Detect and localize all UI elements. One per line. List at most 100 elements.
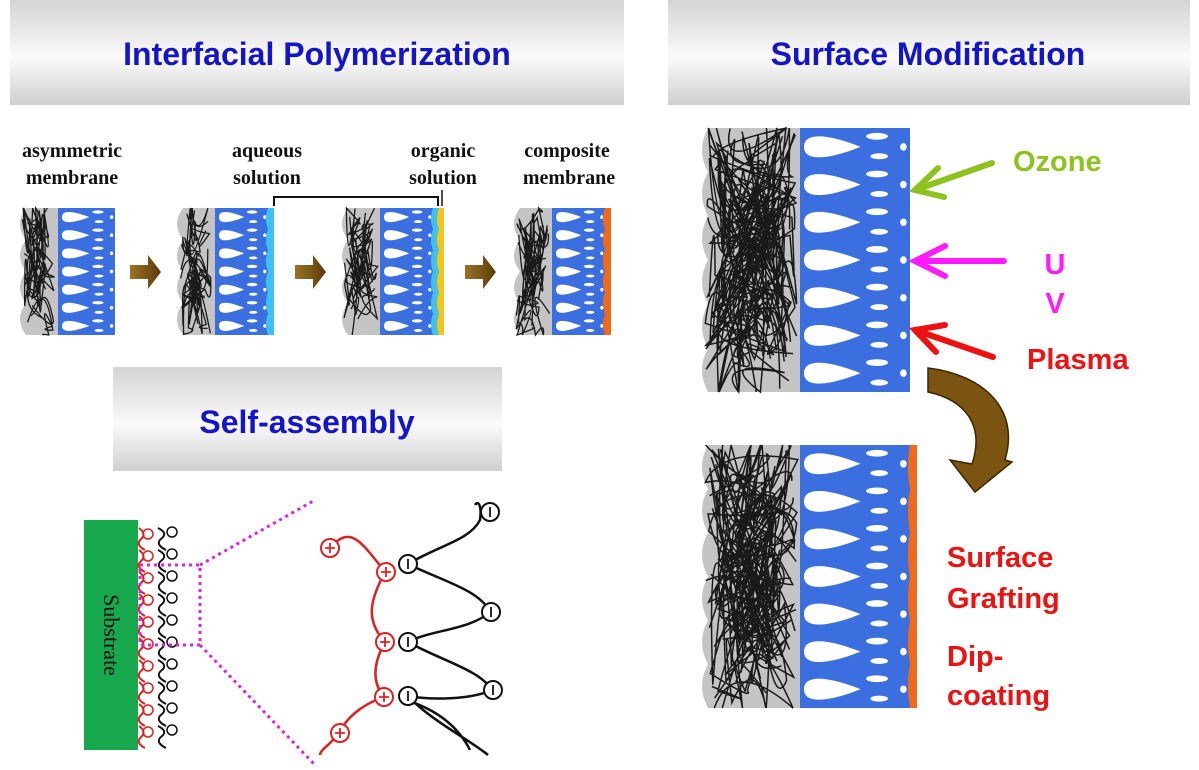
positive-charge <box>142 704 154 716</box>
pore <box>94 256 104 260</box>
pore <box>900 460 907 468</box>
pore <box>600 251 604 256</box>
pore <box>600 269 604 274</box>
plus-sign <box>325 543 335 553</box>
pore <box>600 233 604 238</box>
negative-charge <box>166 724 178 736</box>
negative-chain <box>157 703 167 727</box>
pore <box>92 264 104 269</box>
positive-chain <box>137 549 146 573</box>
negative-chain <box>157 659 167 683</box>
negative-charge <box>166 702 178 714</box>
solution-bracket <box>273 196 439 206</box>
label-composite-2: membrane <box>523 167 615 189</box>
pore <box>900 535 907 543</box>
label-organic-1: organic <box>411 140 476 162</box>
pore <box>870 470 888 477</box>
pore <box>62 320 90 331</box>
pore <box>92 319 104 323</box>
pore <box>413 256 423 260</box>
pore <box>585 238 595 242</box>
pore <box>263 269 267 274</box>
positive-chain <box>137 637 146 661</box>
pore <box>866 600 888 607</box>
treatment-arrows: Ozone U V Plasma <box>908 146 1129 376</box>
pore <box>585 256 595 260</box>
step-arrow-1 <box>130 255 161 289</box>
positive-charge <box>142 682 154 694</box>
plus-sign <box>335 728 345 738</box>
pore <box>804 136 861 158</box>
negative-chain <box>157 571 167 595</box>
uv-label-v: V <box>1045 288 1065 320</box>
pore <box>248 238 258 242</box>
positive-chain <box>137 725 146 749</box>
pore <box>411 319 423 323</box>
plasma-label: Plasma <box>1027 344 1129 376</box>
plus-sign <box>381 567 391 577</box>
positive-chain <box>137 659 146 683</box>
pore <box>94 220 104 224</box>
label-composite-1: composite <box>524 140 610 162</box>
pore <box>600 287 604 292</box>
magnify-box <box>138 498 317 767</box>
pore <box>248 220 258 224</box>
pore <box>384 302 410 313</box>
pore <box>870 153 888 160</box>
pore <box>92 246 104 250</box>
pore <box>246 319 258 323</box>
self-assembly-header: Self-assembly <box>113 367 502 471</box>
pore <box>94 292 104 296</box>
pore <box>866 637 888 645</box>
pore <box>870 695 888 702</box>
pore <box>556 302 582 313</box>
pore <box>804 249 861 271</box>
dipcoating-label-2: coating <box>947 680 1050 712</box>
pore <box>94 274 104 278</box>
positive-charge <box>142 726 154 738</box>
pore <box>413 292 423 296</box>
pore <box>870 507 888 514</box>
positive-chain-zoom <box>318 535 387 756</box>
step-labels: asymmetric membrane aqueous solution org… <box>22 140 615 206</box>
pore <box>866 170 888 178</box>
pore <box>92 228 104 232</box>
negative-chain <box>157 549 167 573</box>
dipcoating-label-1: Dip- <box>947 641 1003 673</box>
membrane-group <box>20 126 917 709</box>
negative-charge <box>166 526 178 538</box>
label-organic-2: solution <box>409 167 477 189</box>
pore <box>866 562 888 570</box>
fiber-tangle <box>515 206 551 337</box>
surface-modification-title: Surface Modification <box>771 36 1086 72</box>
pore <box>109 324 114 328</box>
negative-chain <box>157 593 167 617</box>
pore <box>585 292 595 296</box>
pore <box>556 230 582 241</box>
positive-chain <box>137 681 146 705</box>
pore <box>92 301 104 305</box>
pore <box>804 603 861 625</box>
negative-charge <box>166 680 178 692</box>
pore <box>246 246 258 250</box>
negative-chain <box>157 615 167 639</box>
pore <box>428 251 432 256</box>
pore <box>92 210 104 214</box>
pore <box>428 215 432 219</box>
positive-charge <box>142 616 154 628</box>
pore <box>92 282 104 287</box>
pore <box>428 324 432 328</box>
pore <box>384 212 410 223</box>
fiber-tangle <box>343 206 379 336</box>
pore <box>62 284 90 295</box>
pore <box>556 248 582 259</box>
zoomed-chains <box>318 501 503 756</box>
positive-charge <box>142 572 154 584</box>
pore <box>246 301 258 305</box>
pore <box>900 572 907 581</box>
pore <box>428 233 432 238</box>
pore <box>384 284 410 295</box>
self-assembly-title: Self-assembly <box>199 404 414 440</box>
pore <box>384 230 410 241</box>
plus-sign <box>379 692 389 702</box>
